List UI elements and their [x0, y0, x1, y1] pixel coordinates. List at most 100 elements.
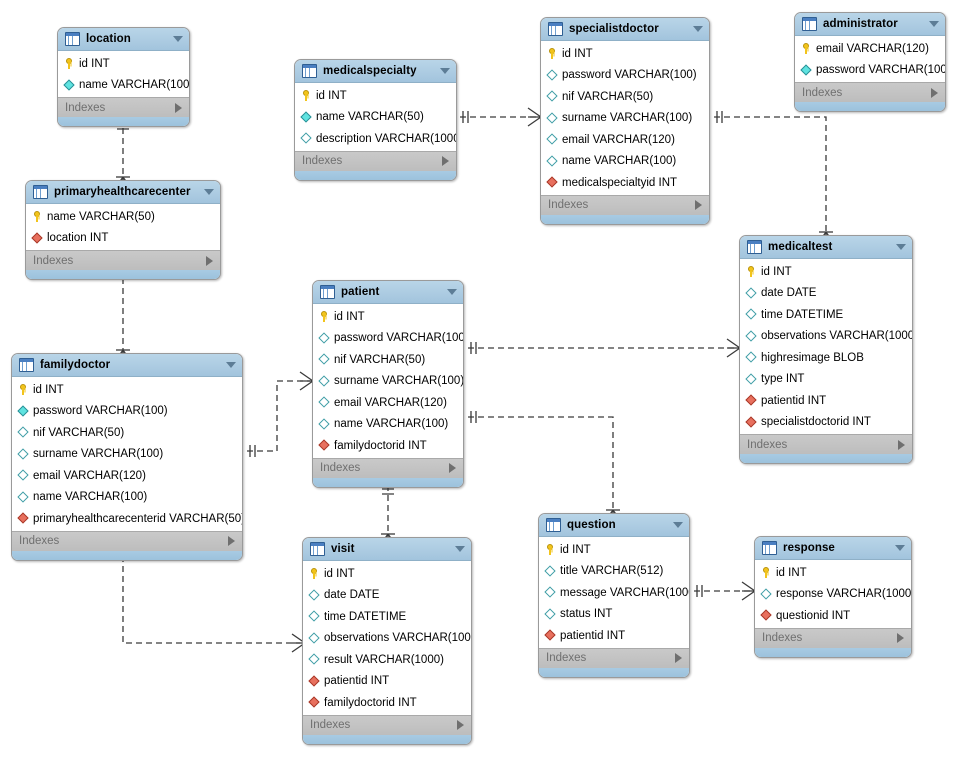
- column-row[interactable]: id INT: [755, 562, 911, 584]
- indexes-section-question[interactable]: Indexes: [539, 647, 689, 668]
- chevron-down-icon[interactable]: [896, 244, 906, 250]
- chevron-down-icon[interactable]: [226, 362, 236, 368]
- chevron-down-icon[interactable]: [929, 21, 939, 27]
- column-row[interactable]: date DATE: [740, 283, 912, 305]
- table-header-response[interactable]: response: [755, 537, 911, 560]
- table-header-patient[interactable]: patient: [313, 281, 463, 304]
- column-row[interactable]: observations VARCHAR(1000): [303, 628, 471, 650]
- column-row[interactable]: id INT: [303, 563, 471, 585]
- chevron-down-icon[interactable]: [693, 26, 703, 32]
- chevron-right-icon[interactable]: [206, 255, 213, 266]
- column-row[interactable]: highresimage BLOB: [740, 347, 912, 369]
- column-row[interactable]: message VARCHAR(1000): [539, 582, 689, 604]
- column-row[interactable]: title VARCHAR(512): [539, 561, 689, 583]
- indexes-section-medicaltest[interactable]: Indexes: [740, 434, 912, 454]
- column-row[interactable]: id INT: [295, 85, 456, 107]
- column-row[interactable]: password VARCHAR(100): [795, 60, 945, 82]
- column-row[interactable]: name VARCHAR(50): [26, 206, 220, 228]
- chevron-right-icon[interactable]: [449, 463, 456, 473]
- column-row[interactable]: password VARCHAR(100): [12, 401, 242, 423]
- column-row[interactable]: familydoctorid INT: [303, 692, 471, 714]
- column-row[interactable]: patientid INT: [303, 671, 471, 693]
- column-row[interactable]: name VARCHAR(50): [295, 107, 456, 129]
- table-header-familydoctor[interactable]: familydoctor: [12, 354, 242, 377]
- column-row[interactable]: name VARCHAR(100): [541, 151, 709, 173]
- chevron-right-icon[interactable]: [897, 633, 904, 643]
- column-row[interactable]: questionid INT: [755, 605, 911, 627]
- column-row[interactable]: surname VARCHAR(100): [313, 371, 463, 393]
- table-header-visit[interactable]: visit: [303, 538, 471, 561]
- column-row[interactable]: result VARCHAR(1000): [303, 649, 471, 671]
- column-row[interactable]: email VARCHAR(120): [541, 129, 709, 151]
- column-row[interactable]: specialistdoctorid INT: [740, 412, 912, 434]
- chevron-right-icon[interactable]: [457, 720, 464, 730]
- indexes-section-medicalspecialty[interactable]: Indexes: [295, 150, 456, 171]
- column-row[interactable]: date DATE: [303, 585, 471, 607]
- chevron-right-icon[interactable]: [442, 156, 449, 166]
- indexes-section-primaryhealthcarecenter[interactable]: Indexes: [26, 250, 220, 270]
- chevron-down-icon[interactable]: [673, 522, 683, 528]
- column-row[interactable]: id INT: [541, 43, 709, 65]
- column-row[interactable]: name VARCHAR(100): [58, 75, 189, 97]
- chevron-down-icon[interactable]: [455, 546, 465, 552]
- column-row[interactable]: nif VARCHAR(50): [313, 349, 463, 371]
- column-row[interactable]: time DATETIME: [303, 606, 471, 628]
- column-row[interactable]: name VARCHAR(100): [313, 414, 463, 436]
- column-row[interactable]: nif VARCHAR(50): [541, 86, 709, 108]
- chevron-right-icon[interactable]: [228, 536, 235, 546]
- column-row[interactable]: patientid INT: [539, 625, 689, 647]
- chevron-right-icon[interactable]: [675, 653, 682, 663]
- column-row[interactable]: id INT: [740, 261, 912, 283]
- table-header-question[interactable]: question: [539, 514, 689, 537]
- column-row[interactable]: patientid INT: [740, 390, 912, 412]
- indexes-section-specialistdoctor[interactable]: Indexes: [541, 194, 709, 215]
- column-row[interactable]: type INT: [740, 369, 912, 391]
- column-row[interactable]: time DATETIME: [740, 304, 912, 326]
- column-row[interactable]: location INT: [26, 228, 220, 250]
- chevron-down-icon[interactable]: [447, 289, 457, 295]
- column-row[interactable]: description VARCHAR(1000): [295, 128, 456, 150]
- indexes-section-location[interactable]: Indexes: [58, 97, 189, 117]
- table-header-specialistdoctor[interactable]: specialistdoctor: [541, 18, 709, 41]
- column-row[interactable]: id INT: [58, 53, 189, 75]
- column-row[interactable]: password VARCHAR(100): [541, 65, 709, 87]
- chevron-right-icon[interactable]: [931, 87, 938, 98]
- column-row[interactable]: medicalspecialtyid INT: [541, 172, 709, 194]
- column-row[interactable]: email VARCHAR(120): [313, 392, 463, 414]
- column-row[interactable]: name VARCHAR(100): [12, 487, 242, 509]
- column-row[interactable]: nif VARCHAR(50): [12, 422, 242, 444]
- column-row[interactable]: id INT: [12, 379, 242, 401]
- chevron-right-icon[interactable]: [175, 102, 182, 113]
- indexes-section-visit[interactable]: Indexes: [303, 714, 471, 735]
- table-header-medicaltest[interactable]: medicaltest: [740, 236, 912, 259]
- table-header-administrator[interactable]: administrator: [795, 13, 945, 36]
- column-row[interactable]: observations VARCHAR(1000): [740, 326, 912, 348]
- chevron-down-icon[interactable]: [895, 545, 905, 551]
- column-row[interactable]: email VARCHAR(120): [795, 38, 945, 60]
- column-row[interactable]: id INT: [313, 306, 463, 328]
- column-row[interactable]: familydoctorid INT: [313, 435, 463, 457]
- column-row[interactable]: id INT: [539, 539, 689, 561]
- column-row[interactable]: email VARCHAR(120): [12, 465, 242, 487]
- column-row[interactable]: surname VARCHAR(100): [541, 108, 709, 130]
- column-row[interactable]: primaryhealthcarecenterid VARCHAR(50): [12, 508, 242, 530]
- table-header-primaryhealthcarecenter[interactable]: primaryhealthcarecenter: [26, 181, 220, 204]
- chevron-down-icon[interactable]: [204, 189, 214, 195]
- table-header-medicalspecialty[interactable]: medicalspecialty: [295, 60, 456, 83]
- chevron-right-icon[interactable]: [898, 439, 905, 450]
- column-row[interactable]: password VARCHAR(100): [313, 328, 463, 350]
- chevron-down-icon[interactable]: [173, 36, 183, 42]
- indexes-section-response[interactable]: Indexes: [755, 627, 911, 648]
